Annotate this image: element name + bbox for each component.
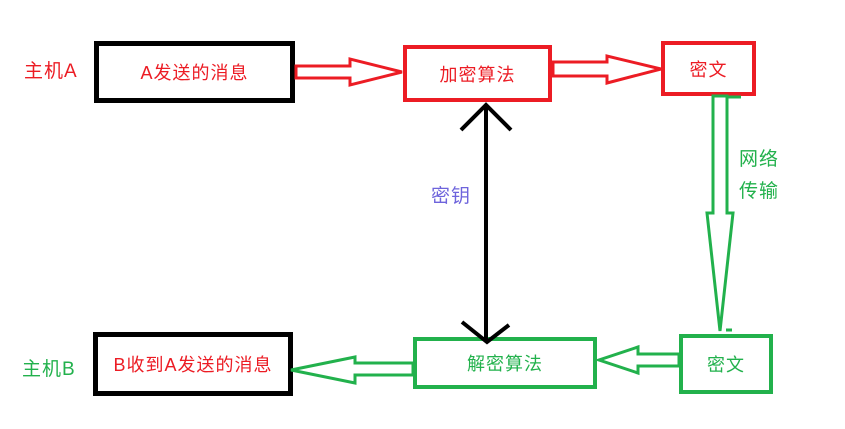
node-ciphertext-bottom: 密文 <box>679 334 773 394</box>
node-decryption-algorithm: 解密算法 <box>413 337 597 389</box>
network-transmission-line2: 传输 <box>739 181 780 202</box>
arrow-cipher-to-decrypt-icon <box>594 344 681 376</box>
host-b-label: 主机B <box>22 359 76 380</box>
node-message-received-by-b: B收到A发送的消息 <box>93 332 293 396</box>
arrow-decrypt-to-message-icon <box>290 355 415 385</box>
key-arrow-head-up-icon <box>459 102 513 132</box>
node-ciphertext-bottom-text: 密文 <box>707 355 745 375</box>
node-decryption-algorithm-text: 解密算法 <box>467 354 543 374</box>
node-encryption-algorithm-text: 加密算法 <box>439 64 516 85</box>
node-encryption-algorithm: 加密算法 <box>403 45 552 102</box>
host-a-label: 主机A <box>24 61 78 82</box>
node-message-from-a: A发送的消息 <box>94 41 295 103</box>
network-transmission-line1: 网络 <box>739 149 780 170</box>
node-message-received-by-b-text: B收到A发送的消息 <box>113 355 273 375</box>
node-ciphertext-top-text: 密文 <box>689 59 728 80</box>
arrow-network-transmission-icon <box>705 94 735 332</box>
key-label: 密钥 <box>431 186 472 207</box>
node-ciphertext-top: 密文 <box>661 41 756 96</box>
node-message-from-a-text: A发送的消息 <box>140 63 249 83</box>
arrow-message-to-encrypt-icon <box>294 57 403 87</box>
network-transmission-label: 网络 传输 <box>739 144 779 208</box>
arrow-encrypt-to-cipher-icon <box>551 54 662 85</box>
